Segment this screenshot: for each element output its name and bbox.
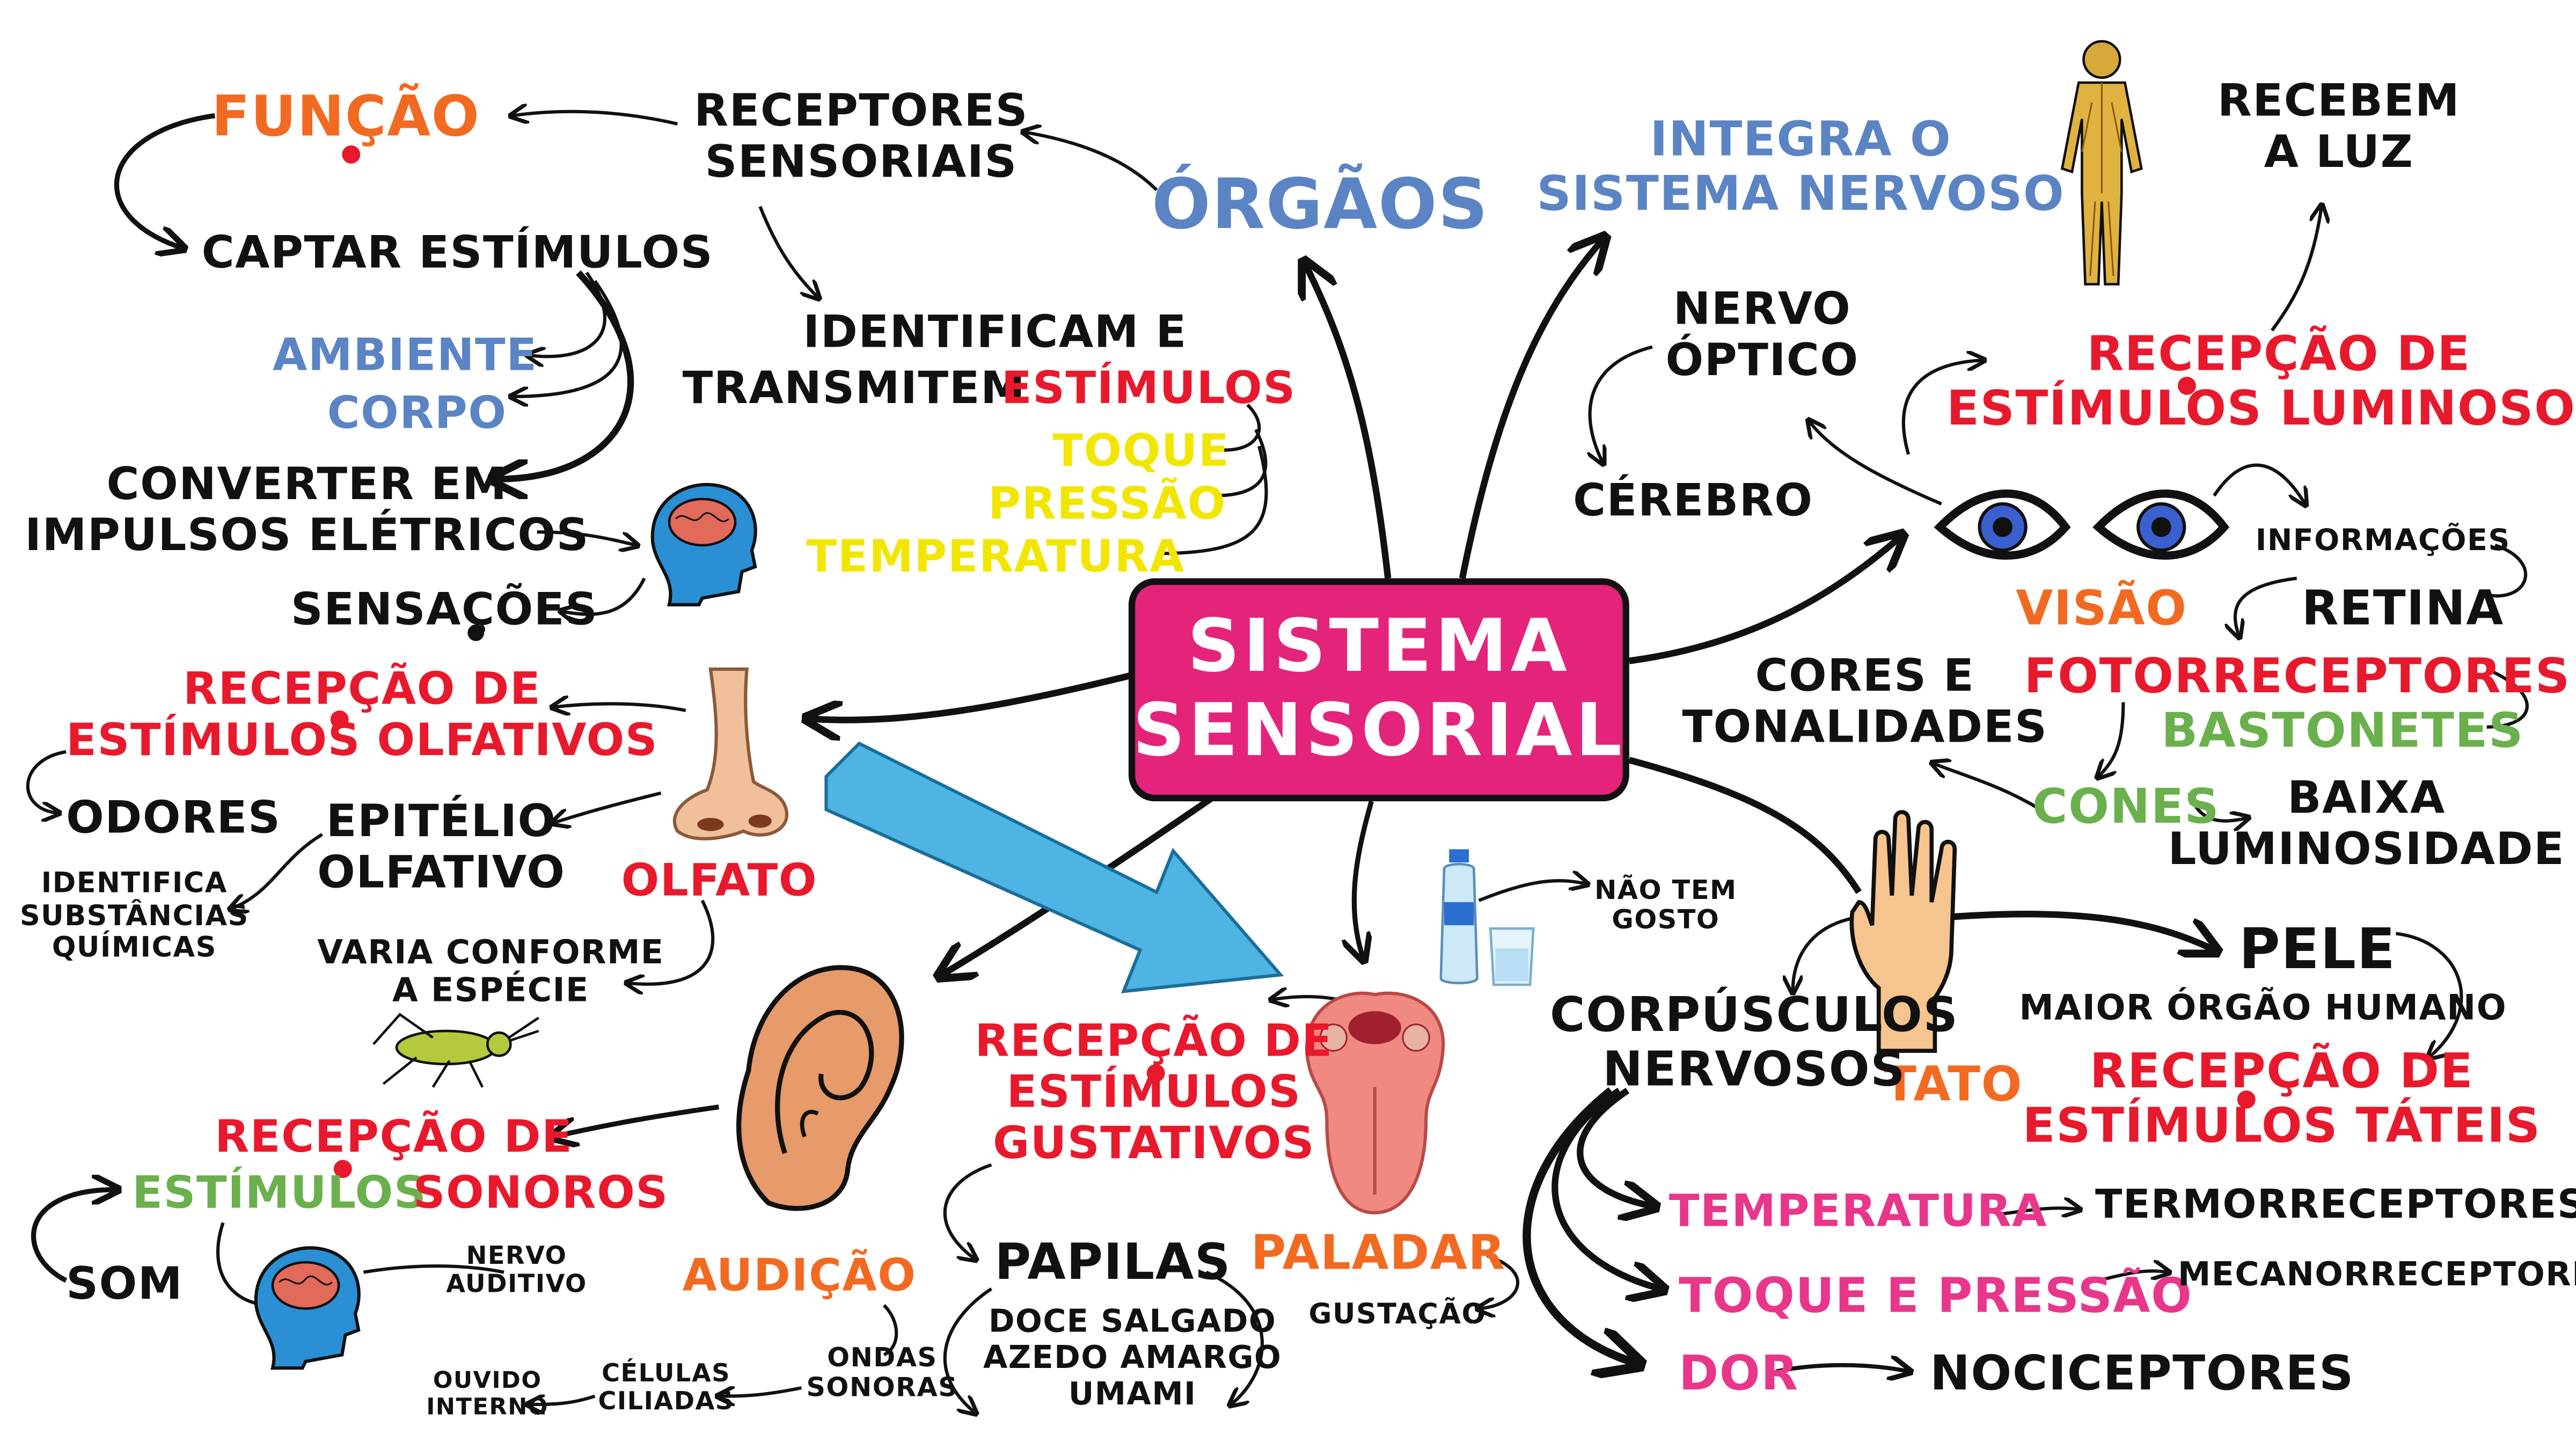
identificam-line1: IDENTIFICAM E [803, 307, 1187, 359]
blue-arrow [824, 741, 1284, 993]
gustacao-label: GUSTAÇÃO [1308, 1298, 1487, 1332]
central-topic: SISTEMA SENSORIAL [1128, 578, 1629, 802]
water-bottle-icon [1439, 849, 1535, 986]
pele-label: PELE [2238, 917, 2396, 983]
recepcao-sonoros-line1: RECEPÇÃO DE [215, 1111, 573, 1163]
identificam-line2: TRANSMITEM [682, 363, 1026, 415]
bastonetes-label: BASTONETES [2161, 702, 2524, 759]
tato-label: TATO [1883, 1056, 2023, 1112]
cones-label: CONES [2032, 778, 2220, 835]
recepcao-sonoros-sonoros: SONOROS [413, 1168, 669, 1220]
maior-orgao-humano: MAIOR ÓRGÃO HUMANO [2019, 988, 2507, 1028]
ear-icon [736, 965, 904, 1211]
temperatura-yellow: TEMPERATURA [806, 532, 1185, 583]
brain-head-icon [650, 482, 757, 606]
cricket-icon [372, 1013, 540, 1088]
olfativos-dot [330, 710, 349, 729]
orgaos-title: ÓRGÃOS [1151, 163, 1489, 245]
olfato-label: OLFATO [621, 855, 818, 908]
paladar-label: PALADAR [1250, 1224, 1506, 1280]
nose-icon [672, 667, 789, 840]
brain-head-icon [254, 1246, 361, 1370]
estimulos-label: ESTÍMULOS [1001, 363, 1296, 415]
corpo-label: CORPO [327, 388, 507, 440]
funcao-dot [342, 145, 361, 164]
toque-e-pressao: TOQUE E PRESSÃO [1679, 1267, 2193, 1324]
ambiente-label: AMBIENTE [273, 330, 538, 382]
tateis-dot [2237, 1090, 2256, 1109]
sonoros-dot [333, 1160, 352, 1179]
gustativos-dot [1146, 1064, 1165, 1082]
funcao-label: FUNÇÃO [211, 84, 480, 151]
toque-label: TOQUE [1052, 426, 1230, 478]
nociceptores-label: NOCICEPTORES [1930, 1345, 2354, 1401]
luminosos-dot [2177, 376, 2196, 395]
cerebro-label: CÉREBRO [1573, 475, 1813, 528]
sensacoes-label: SENSAÇÕES [290, 584, 598, 636]
center-line-2: SENSORIAL [1132, 688, 1626, 773]
dor-label: DOR [1679, 1345, 1799, 1401]
som-label: SOM [66, 1258, 184, 1311]
eye-icon [1934, 489, 2230, 560]
captar-estimulos: CAPTAR ESTÍMULOS [201, 228, 714, 280]
hand-icon [1849, 810, 1957, 1053]
papilas-label: PAPILAS [994, 1234, 1231, 1292]
fotorreceptores-label: FOTORRECEPTORES [2024, 647, 2571, 704]
informacoes-label: INFORMAÇÕES [2255, 523, 2511, 559]
sensacoes-dot [467, 624, 485, 641]
pressao-label: PRESSÃO [988, 479, 1226, 531]
visao-label: VISÃO [2016, 580, 2187, 636]
human-nervous-system-icon [2060, 40, 2143, 286]
recepcao-sonoros-estimulos: ESTÍMULOS [132, 1168, 427, 1220]
audicao-label: AUDIÇÃO [682, 1250, 917, 1302]
odores-label: ODORES [66, 793, 281, 845]
mecanorreceptores-label: MECANORRECEPTORES [2177, 1254, 2576, 1294]
termorreceptores-label: TERMORRECEPTORES [2095, 1181, 2576, 1228]
temperatura-pink: TEMPERATURA [1668, 1186, 2048, 1238]
retina-label: RETINA [2301, 580, 2504, 636]
center-line-1: SISTEMA [1187, 604, 1570, 689]
tongue-icon [1305, 991, 1445, 1214]
